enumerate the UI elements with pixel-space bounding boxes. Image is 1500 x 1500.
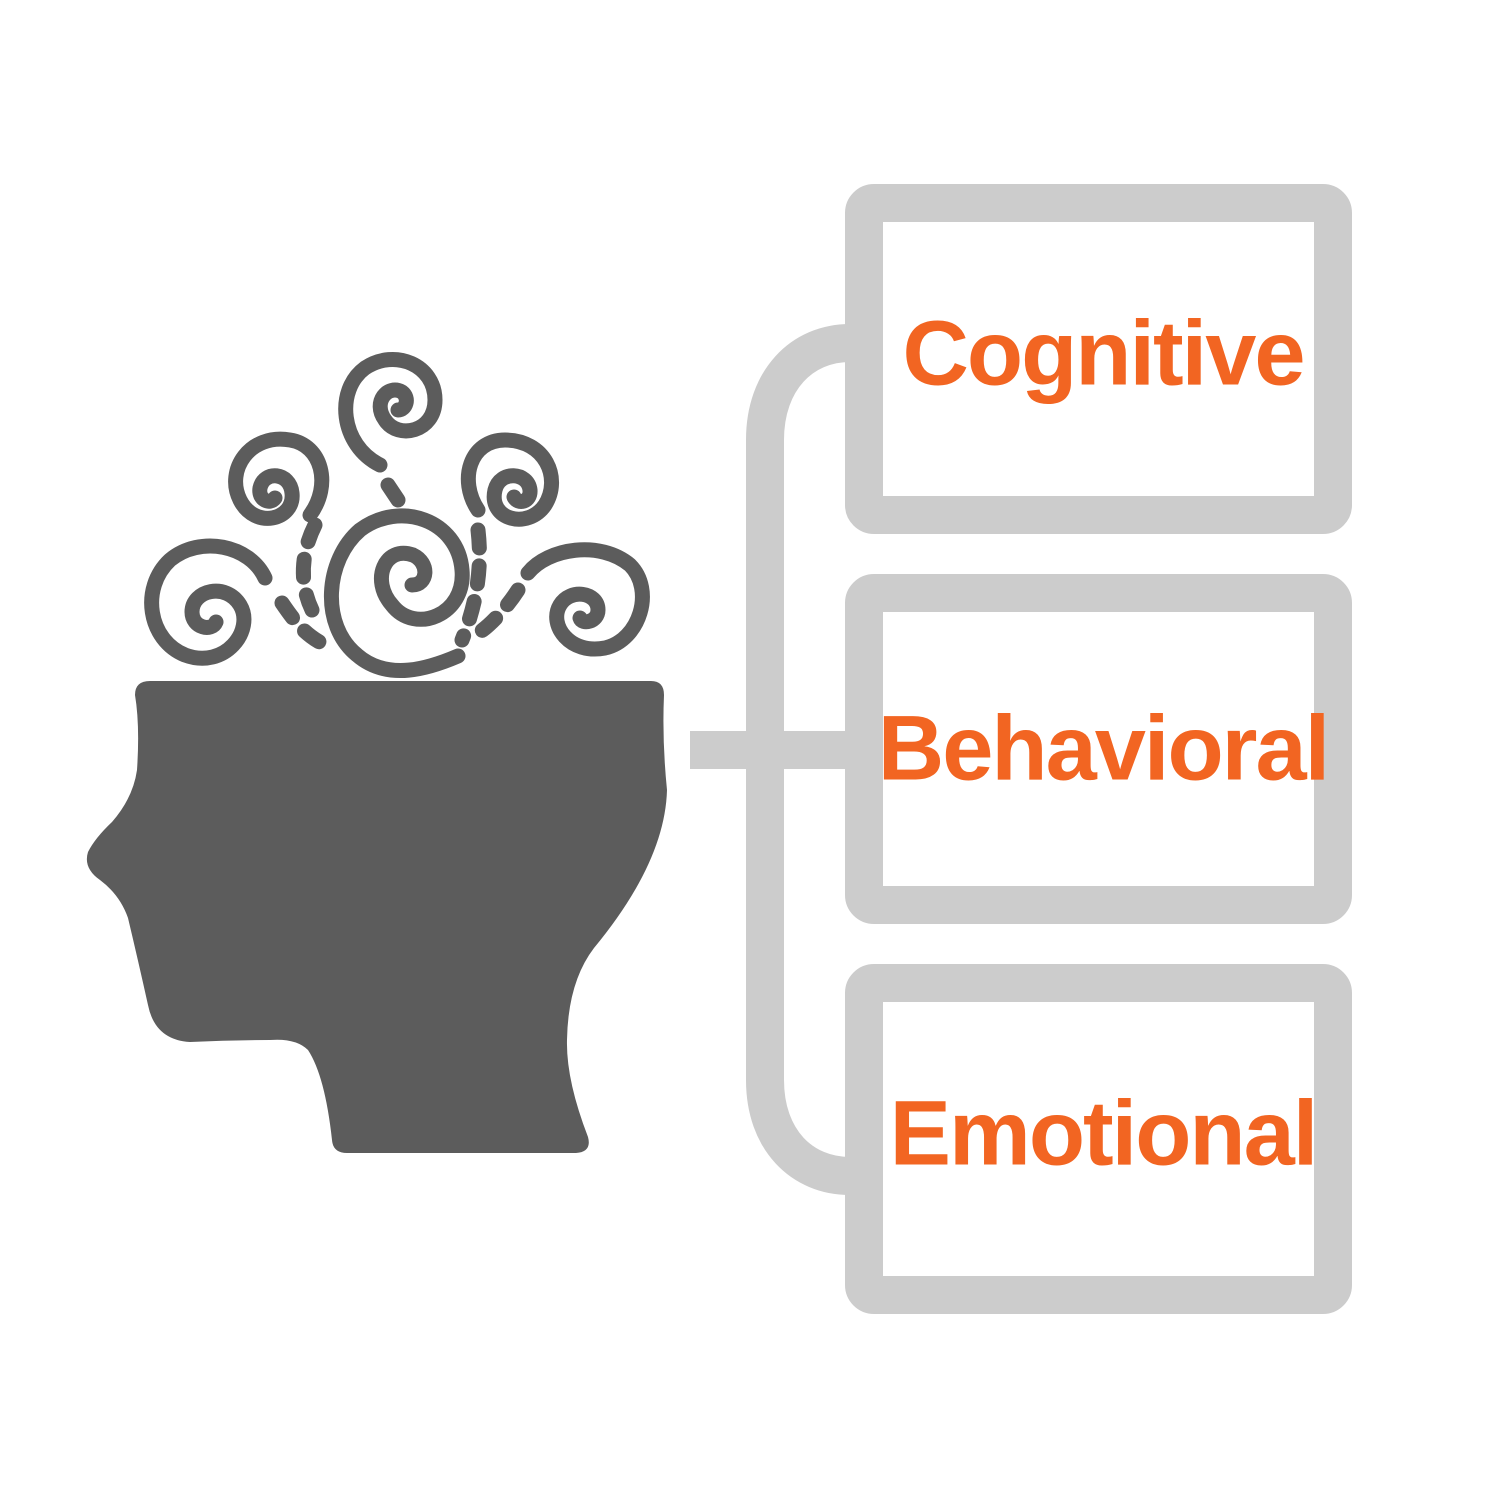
box-behavioral: [845, 574, 1352, 924]
connector-lines: [690, 324, 852, 1195]
category-labels: Cognitive Behavioral Emotional: [878, 302, 1330, 1184]
swirl-icon-upper-left: [228, 431, 330, 526]
swirl-icon-left: [144, 538, 273, 666]
thought-swirls: [144, 352, 650, 678]
label-cognitive: Cognitive: [902, 302, 1303, 404]
label-emotional: Emotional: [890, 1082, 1317, 1184]
connector-bracket: [746, 324, 852, 1195]
swirl-icon-upper-right: [460, 432, 560, 527]
box-emotional: [845, 964, 1352, 1314]
swirl-icon-right: [520, 542, 650, 657]
head-silhouette-icon: [86, 681, 667, 1153]
dashed-trails: [274, 517, 526, 653]
label-behavioral: Behavioral: [878, 697, 1328, 799]
swirl-icon-top: [338, 352, 443, 508]
category-boxes: [845, 184, 1352, 1314]
swirl-icon-center: [323, 508, 470, 678]
head-shape: [86, 681, 667, 1153]
box-cognitive: [845, 184, 1352, 534]
